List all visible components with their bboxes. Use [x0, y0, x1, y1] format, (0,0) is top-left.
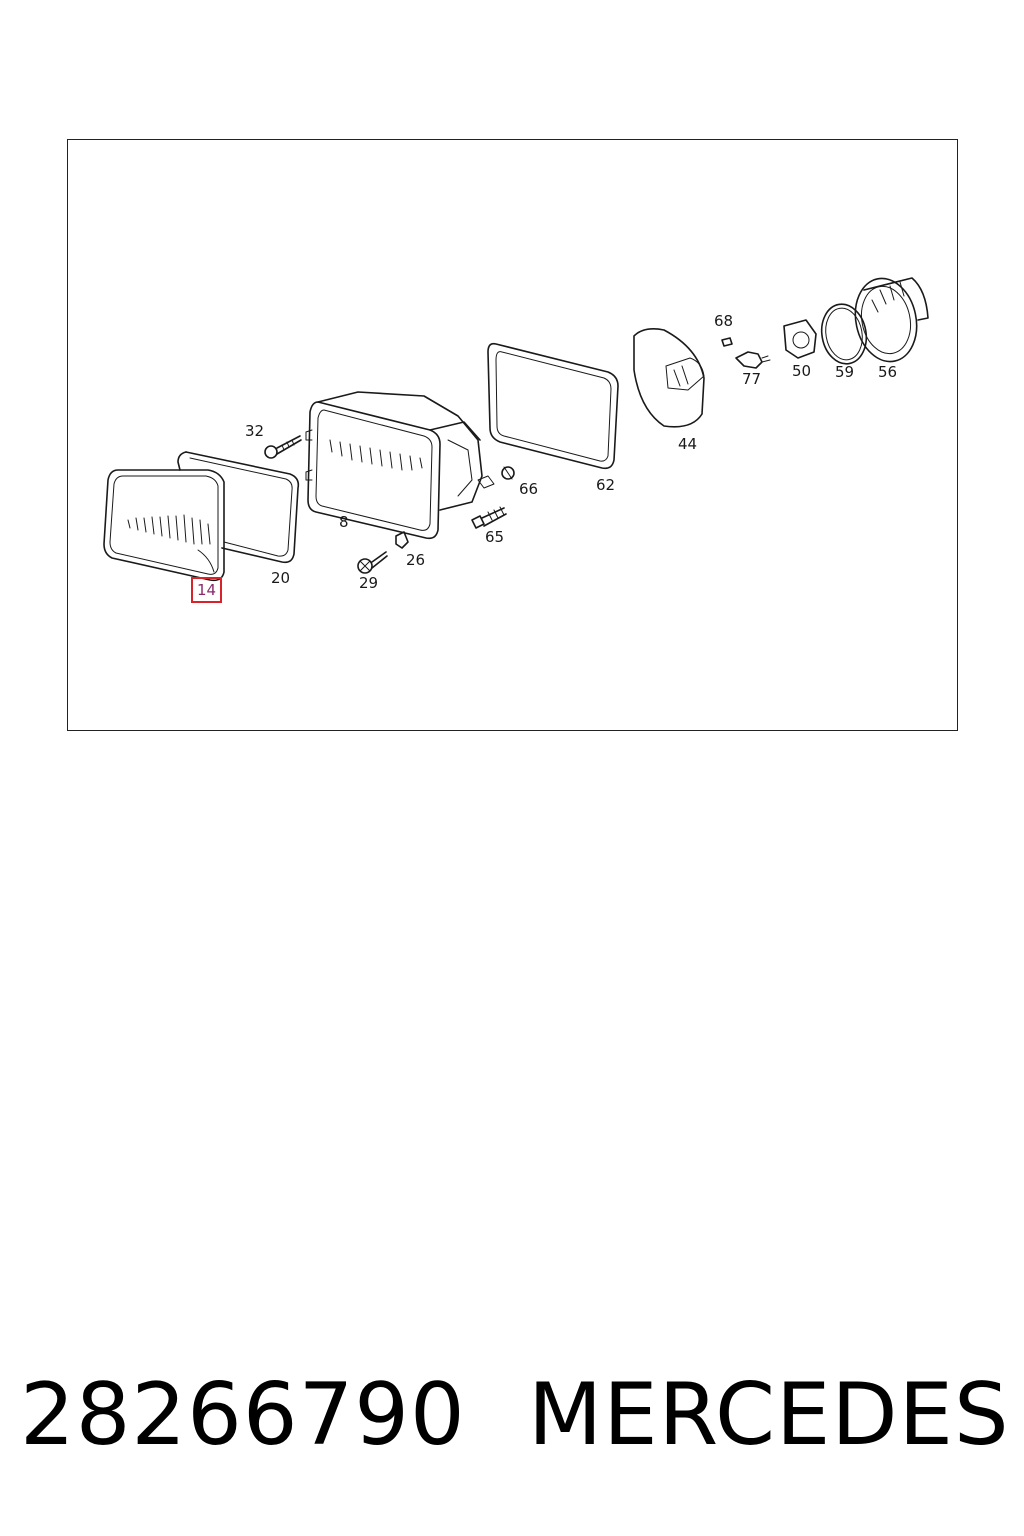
callout-77: 77	[742, 370, 762, 388]
part-44-reflector	[633, 328, 705, 428]
callout-29: 29	[359, 574, 379, 592]
part-26-clip	[395, 531, 409, 549]
part-50-socket	[783, 319, 817, 359]
part-65-adjuster	[471, 475, 507, 529]
part-68-bulb	[721, 337, 733, 347]
callout-50: 50	[792, 362, 812, 380]
callout-59: 59	[835, 363, 855, 381]
callout-32: 32	[245, 422, 265, 440]
callout-56: 56	[878, 363, 898, 381]
part-14-lens	[103, 469, 225, 582]
callout-65: 65	[485, 528, 505, 546]
callout-8: 8	[339, 513, 349, 531]
part-66-ring	[501, 466, 515, 480]
callout-44: 44	[678, 435, 698, 453]
brand-name: MERCEDES	[528, 1365, 1010, 1465]
headlamp-exploded-view	[103, 277, 929, 582]
part-32-screw	[264, 435, 302, 459]
callout-62: 62	[596, 476, 616, 494]
callout-68: 68	[714, 312, 734, 330]
part-62-seal	[487, 342, 619, 470]
callout-26: 26	[406, 551, 426, 569]
footer: 28266790 MERCEDES	[0, 1360, 1024, 1470]
part-59-oring	[820, 303, 868, 365]
part-number: 28266790	[20, 1365, 466, 1465]
callout-66: 66	[519, 480, 539, 498]
part-20-gasket	[177, 451, 300, 564]
part-29-screw	[357, 551, 388, 574]
part-56-cap	[854, 277, 929, 363]
diagram-frame: 32 20 14 8 29 26 65 66 62 44 68 77 50 59…	[67, 139, 958, 731]
part-77-bulb	[735, 351, 771, 369]
callout-20: 20	[271, 569, 291, 587]
part-8-housing	[305, 391, 483, 540]
callout-14-highlighted[interactable]: 14	[191, 577, 223, 603]
